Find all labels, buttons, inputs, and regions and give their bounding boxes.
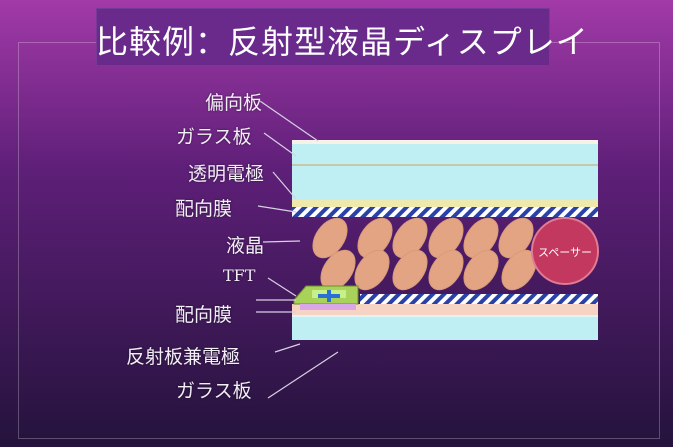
top-glass-plate <box>292 144 598 200</box>
lc-molecule <box>354 249 390 291</box>
leader-alignment-top <box>257 205 297 213</box>
tft-device <box>293 285 359 310</box>
lc-molecule <box>463 217 499 259</box>
transparent-electrode-layer <box>292 200 598 207</box>
leader-electrode <box>272 171 297 200</box>
label-liquid-crystal: 液晶 <box>226 235 265 257</box>
label-alignment-bottom: 配向膜 <box>175 304 233 326</box>
reflector-electrode-layer <box>292 304 598 316</box>
leader-liquid-crystal <box>262 240 301 243</box>
lc-molecule <box>463 249 499 291</box>
leader-tft <box>267 277 297 297</box>
label-alignment-top: 配向膜 <box>175 198 233 220</box>
lc-molecule <box>428 249 464 291</box>
label-glass-top: ガラス板 <box>176 126 252 148</box>
leader-reflector <box>274 343 301 353</box>
label-polarizer: 偏向板 <box>205 92 263 114</box>
bottom-alignment-film <box>360 294 598 304</box>
lc-molecule <box>498 217 534 259</box>
label-glass-bottom: ガラス板 <box>176 380 252 402</box>
top-polarizer-layer <box>292 140 598 144</box>
leader-polarizer <box>259 100 319 142</box>
bottom-glass-plate <box>292 316 598 340</box>
liquid-crystal-molecules <box>312 217 537 291</box>
lc-molecule <box>428 217 464 259</box>
label-tft: TFT <box>223 266 256 285</box>
lc-molecule <box>357 217 393 259</box>
title-box: 比較例：反射型液晶ディスプレイ <box>96 8 589 66</box>
leader-glass-top <box>263 132 297 157</box>
spacer-ball <box>531 217 599 285</box>
top-alignment-film <box>292 207 598 217</box>
lc-molecule <box>312 217 348 259</box>
leader-lines <box>256 100 339 399</box>
leader-glass-bottom <box>267 351 339 399</box>
slide-title: 比較例：反射型液晶ディスプレイ <box>96 23 589 61</box>
label-reflector-electrode: 反射板兼電極 <box>126 346 241 368</box>
spacer-label: スペーサー <box>538 246 592 259</box>
lc-molecule <box>392 249 428 291</box>
lc-molecule <box>392 217 428 259</box>
label-transparent-electrode: 透明電極 <box>188 163 265 185</box>
